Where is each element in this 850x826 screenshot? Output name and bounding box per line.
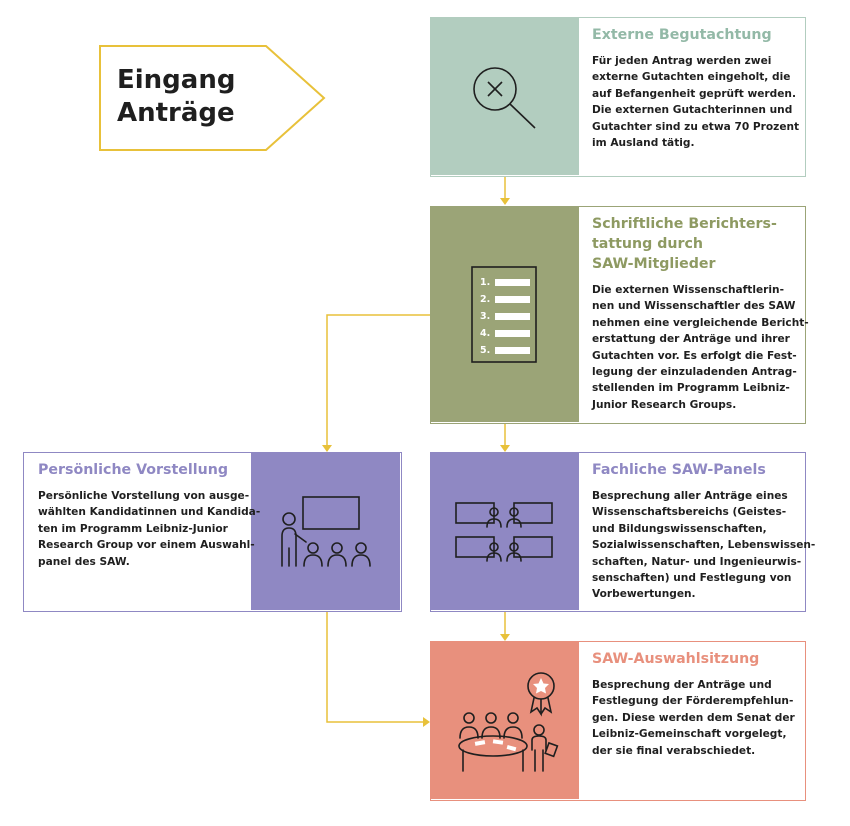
presentation-icon (281, 496, 371, 567)
connector-personal-selection (326, 612, 425, 723)
step-written-report-text: Die externen Wissenschaftlerin- nen und … (592, 284, 809, 411)
entry-title: Eingang Anträge (117, 65, 236, 128)
step-external-review-text: Für jeden Antrag werden zwei externe Gut… (592, 55, 800, 150)
list-number-2: 2. (480, 294, 491, 305)
step-external-review-title: Externe Begutachtung (592, 27, 772, 43)
step-personal-presentation (23, 452, 402, 612)
entry-arrow-shape (99, 45, 326, 151)
arrowhead (500, 198, 510, 205)
arrowhead (500, 634, 510, 641)
step-written-report (430, 206, 806, 424)
arrowhead (322, 445, 332, 452)
step-selection-meeting-panel (431, 642, 579, 799)
arrowhead (423, 717, 430, 727)
list-number-3: 3. (480, 311, 491, 322)
arrowhead (500, 445, 510, 452)
step-saw-panels-text: Besprechung aller Anträge eines Wissensc… (592, 490, 816, 601)
step-saw-panels (430, 452, 806, 612)
selection-meeting-icon (458, 672, 559, 772)
step-saw-panels-panel (431, 453, 579, 610)
step-personal-presentation-title: Persönliche Vorstellung (38, 462, 228, 478)
step-personal-presentation-text: Persönliche Vorstellung von ausge- wählt… (38, 490, 261, 568)
magnifier-icon (473, 67, 536, 129)
connector-written-personal (326, 314, 430, 447)
step-external-review (430, 17, 806, 177)
step-external-review-panel (431, 18, 579, 175)
panel-discussion-icon (455, 502, 553, 562)
step-personal-presentation-panel (251, 453, 400, 610)
step-saw-panels-title: Fachliche SAW-Panels (592, 462, 766, 478)
step-selection-meeting-title: SAW-Auswahlsitzung (592, 651, 760, 667)
list-number-4: 4. (480, 328, 491, 339)
step-written-report-title: Schriftliche Berichters- tattung durch S… (592, 216, 777, 272)
step-selection-meeting-text: Besprechung der Anträge und Festlegung d… (592, 679, 795, 757)
list-number-5: 5. (480, 345, 491, 356)
list-number-1: 1. (480, 277, 491, 288)
step-selection-meeting (430, 641, 806, 801)
numbered-list-icon (471, 266, 537, 363)
